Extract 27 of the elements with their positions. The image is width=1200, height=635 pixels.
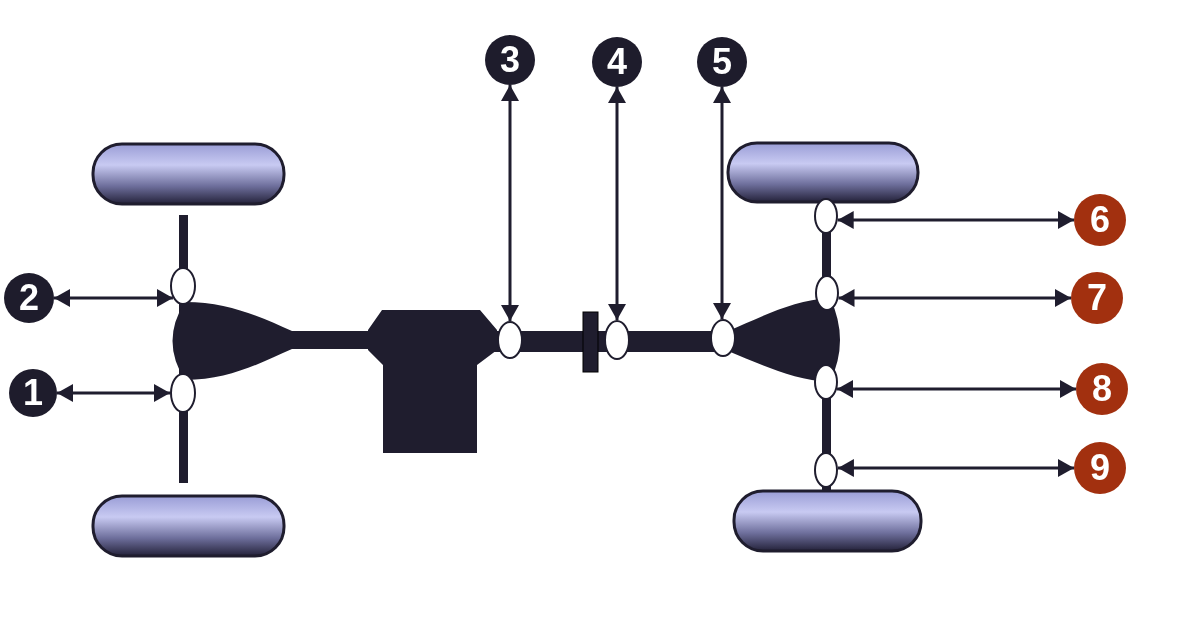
leader-line: [837, 380, 1076, 398]
joint-oval: [814, 452, 838, 488]
joint-oval: [170, 267, 196, 305]
leader-line: [837, 459, 1074, 477]
leader-line: [838, 289, 1071, 307]
joint-oval: [604, 320, 630, 360]
leader-line: [57, 384, 170, 402]
leader-line: [608, 87, 626, 320]
leader-line: [837, 211, 1074, 229]
joint-oval: [815, 275, 839, 311]
callout-number: 3: [485, 35, 535, 85]
callout-number: 5: [697, 37, 747, 87]
joint-oval: [814, 364, 838, 400]
callout-number: 8: [1076, 363, 1128, 415]
leader-line: [54, 289, 173, 307]
callout-number: 4: [592, 37, 642, 87]
joint-oval: [170, 373, 196, 413]
leader-line: [713, 87, 731, 320]
callout-number: 6: [1074, 194, 1126, 246]
joint-oval: [710, 319, 736, 357]
callout-number: 2: [4, 273, 54, 323]
callout-number: 9: [1074, 442, 1126, 494]
leader-line: [501, 85, 519, 321]
callout-number: 1: [9, 369, 57, 417]
joint-oval: [814, 198, 838, 234]
joint-oval: [497, 321, 523, 359]
callout-number: 7: [1071, 272, 1123, 324]
